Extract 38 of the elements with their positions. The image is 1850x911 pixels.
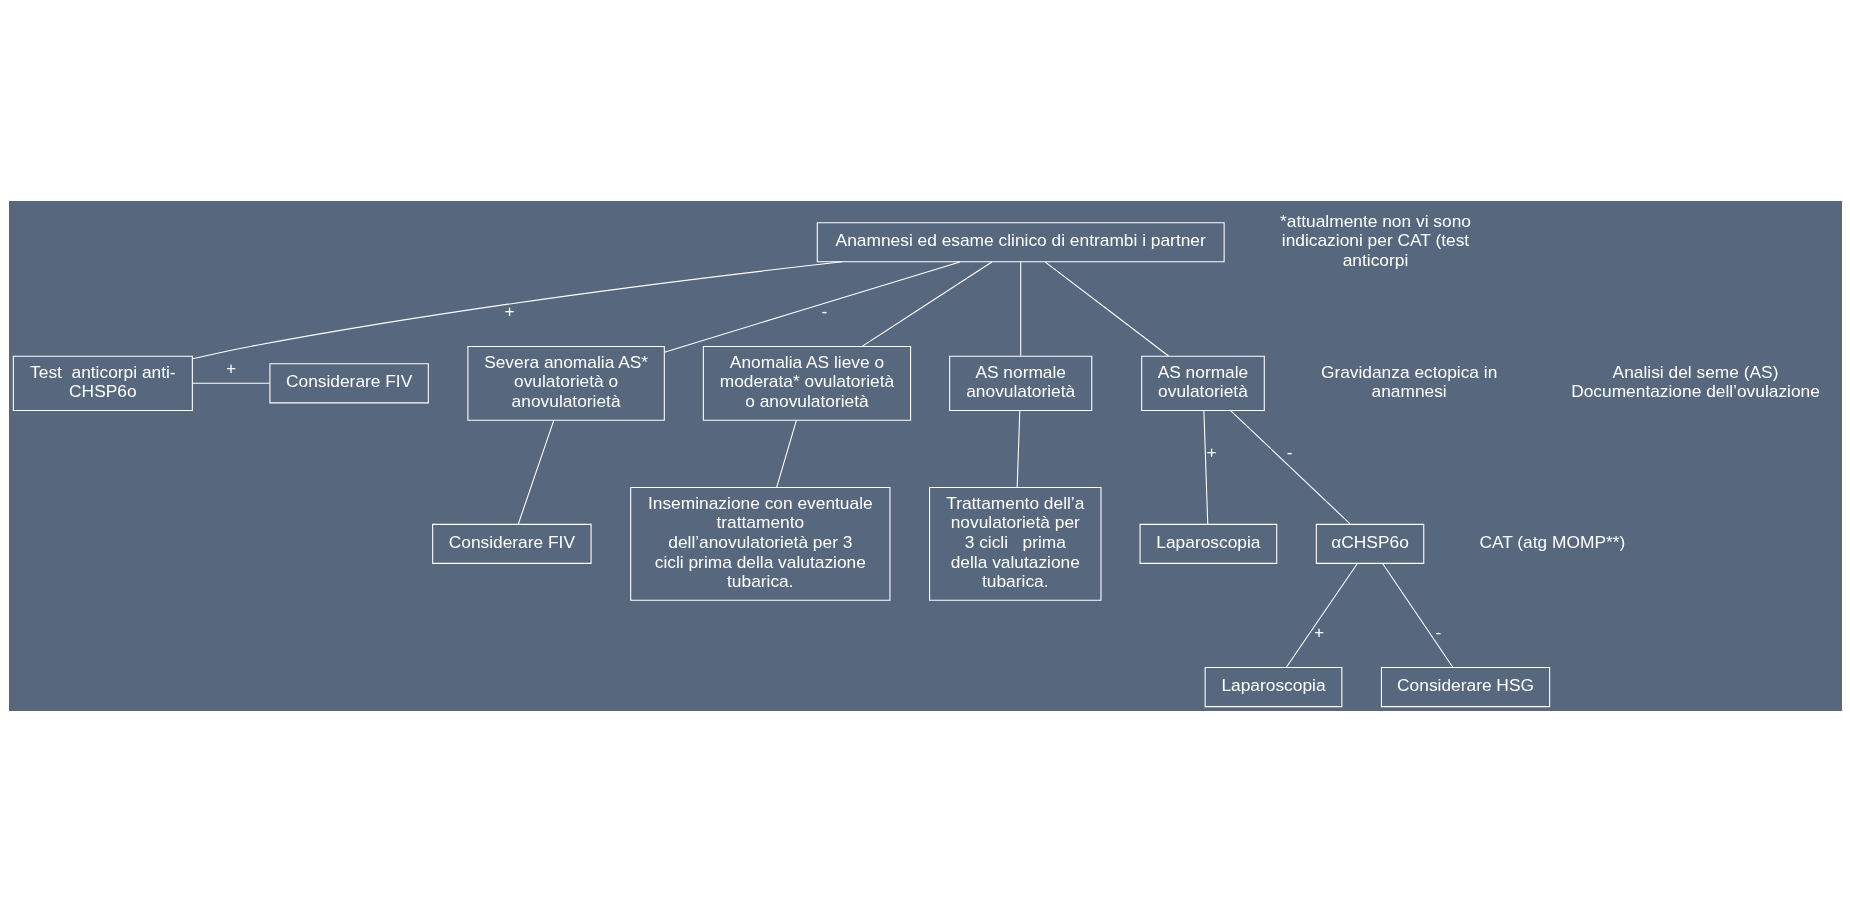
connector <box>517 419 554 525</box>
connector <box>1285 562 1358 668</box>
node-box: αCHSP6o <box>1315 523 1424 564</box>
node-box: Considerare FIV <box>268 362 429 403</box>
label: Gravidanza ectopica in anamnesi <box>1320 361 1497 401</box>
label: CAT (atg MOMP**) <box>1478 531 1625 552</box>
node-box: Trattamento dell’anovulatorietà per 3 cicli prima della valutazione tubarica. <box>928 486 1102 601</box>
node-box: Laparoscopia <box>1139 523 1277 564</box>
connector <box>1016 409 1020 488</box>
node-box: Considerare FIV <box>431 523 592 564</box>
connector <box>1044 261 1169 357</box>
connector <box>191 260 843 359</box>
connector <box>1229 409 1351 525</box>
label: Analisi del seme (AS) Documentazione dell’ovulazione <box>1570 361 1820 401</box>
edge-label: + <box>504 300 515 321</box>
connector <box>775 419 797 488</box>
edge-label: + <box>1313 621 1324 642</box>
label: *attualmente non vi sono indicazioni per CAT (test anticorpi <box>1279 210 1471 270</box>
edge-label: - <box>820 300 827 321</box>
node-box: Severa anomalia AS* ovulatorietà o anovulatorietà <box>466 345 665 421</box>
node-box: AS normale ovulatorietà <box>1140 355 1265 411</box>
edge-label: - <box>1435 621 1441 642</box>
node-box: Anomalia AS lieve o moderata* ovulatorietà o anovulatorietà <box>702 345 911 421</box>
connector <box>1202 409 1208 525</box>
edge-label: - <box>1286 441 1293 462</box>
connector <box>1019 261 1021 356</box>
node-box: Anamnesi ed esame clinico di entrambi i partner <box>816 221 1225 262</box>
node-box: AS normale anovulatorietà <box>948 355 1092 411</box>
edge-label: + <box>225 357 236 378</box>
node-box: Considerare HSG <box>1380 666 1550 707</box>
connector <box>191 382 270 384</box>
node-box: Laparoscopia <box>1204 666 1342 707</box>
node-box: Test anticorpi anti- CHSP6o <box>12 355 193 411</box>
connector <box>861 261 992 347</box>
node-box: Inseminazione con eventuale trattamento dell’anovulatorietà per 3 cicli prima della valutazione tubarica. <box>629 486 890 601</box>
connector <box>1381 562 1453 668</box>
connector <box>663 260 960 353</box>
edge-label: + <box>1206 441 1217 462</box>
